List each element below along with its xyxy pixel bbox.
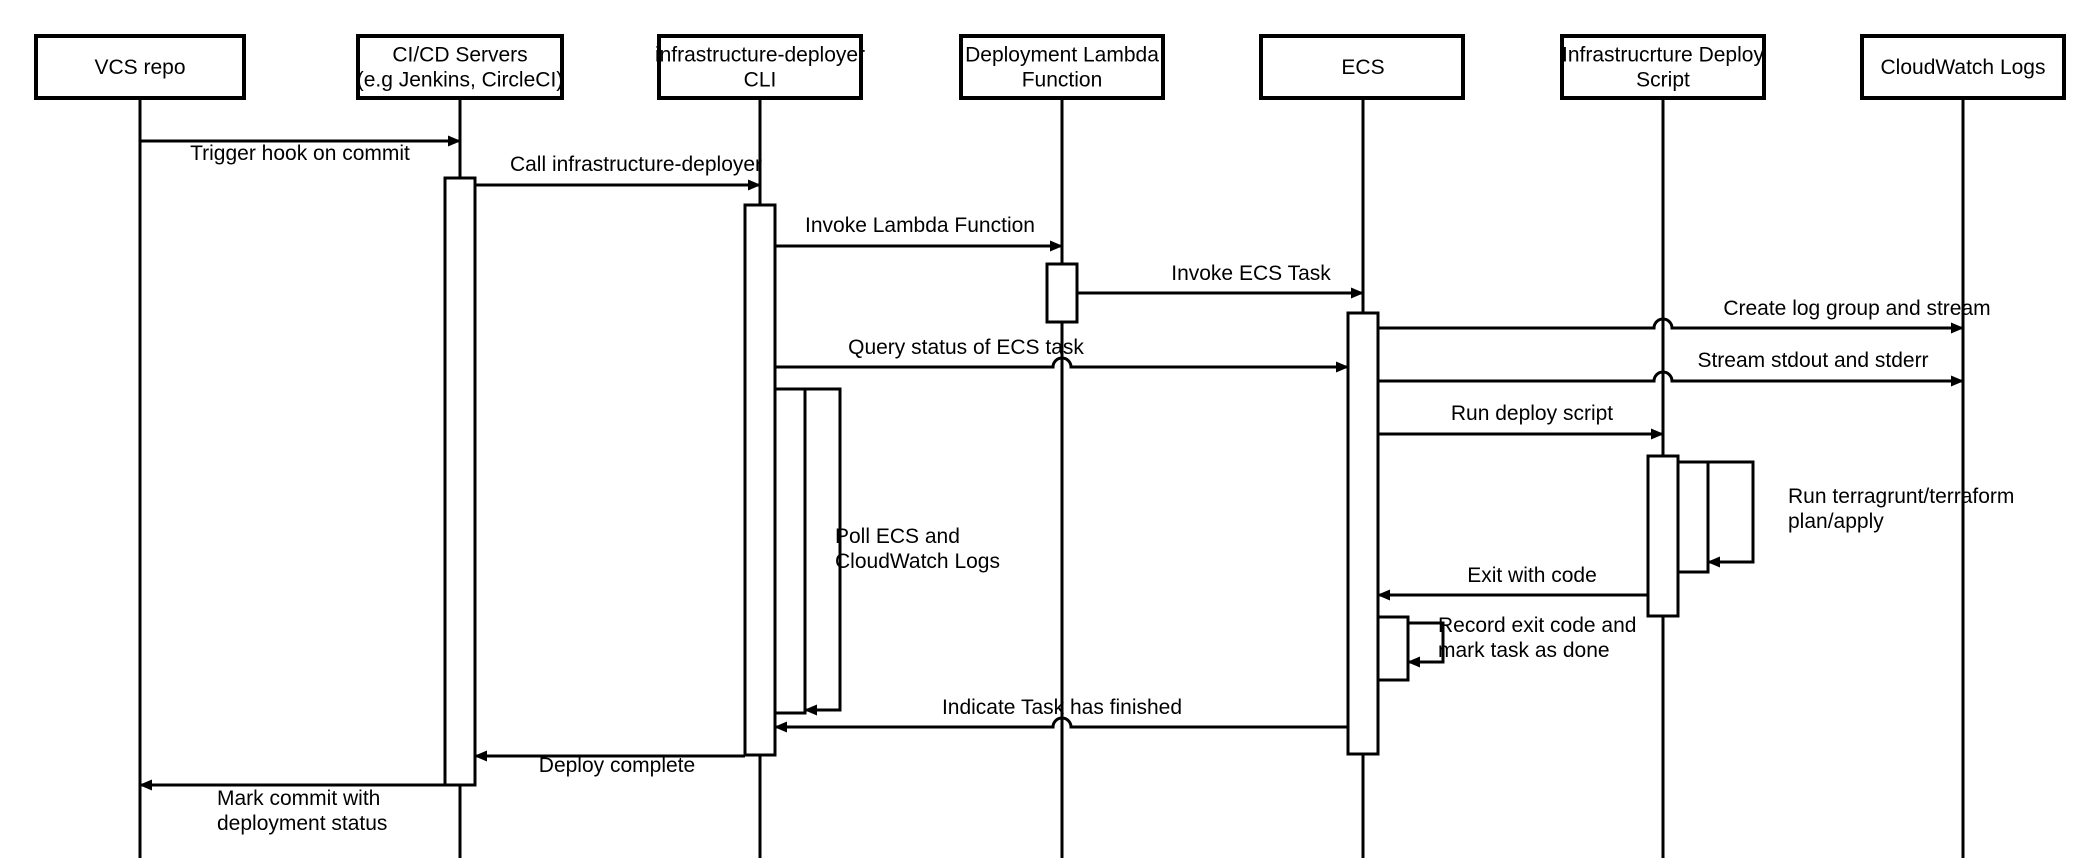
message-line-m5	[1378, 317, 1964, 334]
participant-label-deploy: Script	[1636, 69, 1690, 92]
participant-box-ecs	[1259, 34, 1465, 100]
message-label-m11: Record exit code and	[1438, 614, 1636, 637]
activation-bar-act-ecs-record	[1376, 615, 1410, 682]
message-line-m13	[774, 716, 1348, 733]
message-label-m15: deployment status	[217, 812, 387, 835]
message-label-group-m2: Call infrastructure-deployer	[510, 153, 762, 176]
message-label-m9: Run terragrunt/terraform	[1788, 485, 2014, 508]
participant-boxes-layer: VCS repo CI/CD Servers(e.g Jenkins, Circl…	[34, 34, 2066, 100]
activation-bar-act-deploy-run	[1676, 460, 1710, 574]
message-labels-layer: Trigger hook on commit Call infrastructur…	[190, 142, 2014, 835]
participant-box-vcs	[34, 34, 246, 100]
activation-bar-act-cli-poll	[773, 387, 807, 715]
message-m6[interactable]	[775, 356, 1349, 373]
self-message-line-m11	[1407, 621, 1445, 668]
message-label-m5: Create log group and stream	[1723, 297, 1990, 320]
participant-box-cli	[657, 34, 863, 100]
participant-box-lambda	[959, 34, 1165, 100]
message-label-m15: Mark commit with	[217, 787, 380, 810]
participant-label-cicd: (e.g Jenkins, CircleCI)	[357, 69, 564, 92]
activation-bar-act-cli	[743, 203, 777, 757]
message-label-m7: Stream stdout and stderr	[1697, 349, 1928, 372]
activation-bar-act-cicd	[443, 176, 477, 787]
message-line-m6	[775, 356, 1349, 373]
message-label-group-m3: Invoke Lambda Function	[805, 214, 1035, 237]
message-label-group-m14: Deploy complete	[539, 754, 695, 777]
participant-label-lambda: Deployment Lambda	[965, 44, 1159, 67]
message-label-m6: Query status of ECS task	[848, 336, 1084, 359]
message-label-group-m5: Create log group and stream	[1723, 297, 1990, 320]
message-label-m2: Call infrastructure-deployer	[510, 153, 762, 176]
participant-logs[interactable]: CloudWatch Logs	[1860, 34, 2066, 100]
activation-bar-act-lambda	[1045, 262, 1079, 324]
message-label-group-m6: Query status of ECS task	[848, 336, 1084, 359]
message-label-group-m8: Run deploy script	[1451, 402, 1613, 425]
message-label-group-m7: Stream stdout and stderr	[1697, 349, 1928, 372]
message-m12[interactable]	[804, 387, 842, 716]
message-label-group-m10: Exit with code	[1467, 564, 1597, 587]
message-label-m12: Poll ECS and	[835, 525, 960, 548]
message-label-m10: Exit with code	[1467, 564, 1597, 587]
message-label-m8: Run deploy script	[1451, 402, 1613, 425]
participant-ecs[interactable]: ECS	[1259, 34, 1465, 100]
participant-cicd[interactable]: CI/CD Servers(e.g Jenkins, CircleCI)	[356, 34, 564, 100]
participant-label-cli: infrastructure-deployer	[655, 44, 865, 67]
message-m7[interactable]	[1378, 370, 1964, 387]
message-label-m12: CloudWatch Logs	[835, 550, 1000, 573]
message-m5[interactable]	[1378, 317, 1964, 334]
message-label-m3: Invoke Lambda Function	[805, 214, 1035, 237]
participant-label-cicd: CI/CD Servers	[392, 44, 527, 67]
participant-vcs[interactable]: VCS repo	[34, 34, 246, 100]
self-message-line-m12	[804, 387, 842, 716]
participant-label-cli: CLI	[744, 69, 777, 92]
participant-box-deploy	[1560, 34, 1766, 100]
message-label-group-m1: Trigger hook on commit	[190, 142, 410, 165]
message-label-m4: Invoke ECS Task	[1171, 262, 1331, 285]
messages-layer	[139, 135, 1964, 791]
message-m9[interactable]	[1707, 460, 1755, 568]
participant-box-cicd	[356, 34, 564, 100]
message-label-group-m4: Invoke ECS Task	[1171, 262, 1331, 285]
message-line-m7	[1378, 370, 1964, 387]
participant-label-ecs: ECS	[1341, 56, 1384, 79]
activation-bar-act-deploy	[1646, 454, 1680, 618]
participant-box-logs	[1860, 34, 2066, 100]
message-m11[interactable]	[1407, 621, 1445, 668]
message-label-m9: plan/apply	[1788, 510, 1884, 533]
participant-label-lambda: Function	[1022, 69, 1103, 92]
message-label-m1: Trigger hook on commit	[190, 142, 410, 165]
message-label-m11: mark task as done	[1438, 639, 1610, 662]
message-m13[interactable]	[774, 716, 1348, 733]
participant-label-deploy: Infrastrucrture Deploy	[1562, 44, 1764, 67]
participant-label-vcs: VCS repo	[94, 56, 185, 79]
participant-label-logs: CloudWatch Logs	[1881, 56, 2046, 79]
activations-layer	[443, 176, 1710, 787]
message-label-m14: Deploy complete	[539, 754, 695, 777]
message-label-group-m13: Indicate Task has finished	[942, 696, 1182, 719]
message-label-m13: Indicate Task has finished	[942, 696, 1182, 719]
activation-bar-act-ecs	[1346, 311, 1380, 756]
self-message-line-m9	[1707, 460, 1755, 568]
